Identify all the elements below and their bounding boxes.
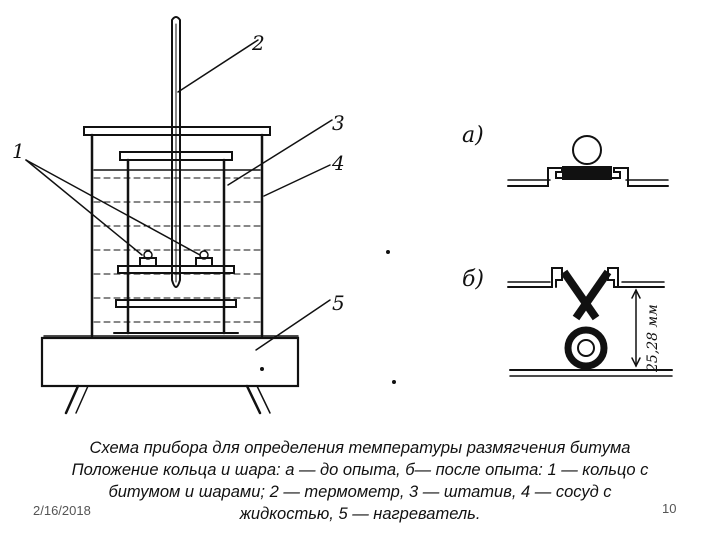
label-stand: 3 (332, 111, 345, 135)
leader-lines (25, 39, 333, 351)
label-heater: 5 (332, 291, 345, 315)
variant-b-after (507, 267, 673, 377)
caption-line-3: битумом и шарами; 2 — термометр, 3 — шта… (108, 483, 612, 501)
label-thermometer: 2 (251, 31, 265, 55)
label-dimension: 25,28 мм (645, 304, 661, 373)
heater (40, 335, 300, 415)
thermometer (171, 16, 181, 288)
caption-line-2: Положение кольца и шара: а — до опыта, б… (71, 461, 649, 479)
label-rings: 1 (12, 139, 25, 163)
apparatus-diagram: 1 2 3 4 5 а) б) 25,28 мм (12, 16, 673, 415)
figure-caption: Схема прибора для определения температур… (20, 437, 700, 525)
slide-date: 2/16/2018 (33, 503, 91, 518)
label-variant-a: а) (462, 123, 484, 148)
label-vessel: 4 (331, 151, 345, 175)
slide-page-number: 10 (662, 501, 677, 516)
caption-line-1: Схема прибора для определения температур… (89, 439, 631, 457)
stand (113, 151, 239, 335)
variant-a-before (507, 135, 669, 187)
caption-line-4: жидкостью, 5 — нагреватель. (239, 505, 481, 523)
vessel (83, 126, 271, 338)
label-variant-b: б) (462, 267, 484, 292)
